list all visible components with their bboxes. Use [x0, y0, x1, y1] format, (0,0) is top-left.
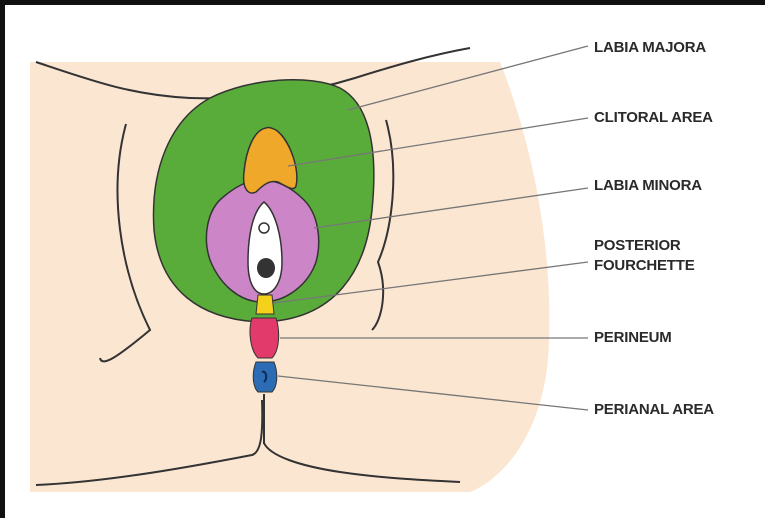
label-labia-majora: LABIA MAJORA [594, 38, 706, 58]
vaginal-opening [257, 258, 275, 278]
label-posterior-fourchette-line1: POSTERIOR [594, 236, 695, 256]
perianal-area-region [253, 362, 277, 392]
label-posterior-fourchette-line2: FOURCHETTE [594, 256, 695, 276]
label-perineum: PERINEUM [594, 328, 672, 348]
label-labia-minora: LABIA MINORA [594, 176, 702, 196]
label-perianal-area: PERIANAL AREA [594, 400, 714, 420]
perineum-region [250, 318, 279, 358]
label-posterior-fourchette: POSTERIOR FOURCHETTE [594, 236, 695, 276]
urethral-opening [259, 223, 269, 233]
posterior-fourchette-region [256, 295, 274, 314]
label-clitoral-area: CLITORAL AREA [594, 108, 713, 128]
